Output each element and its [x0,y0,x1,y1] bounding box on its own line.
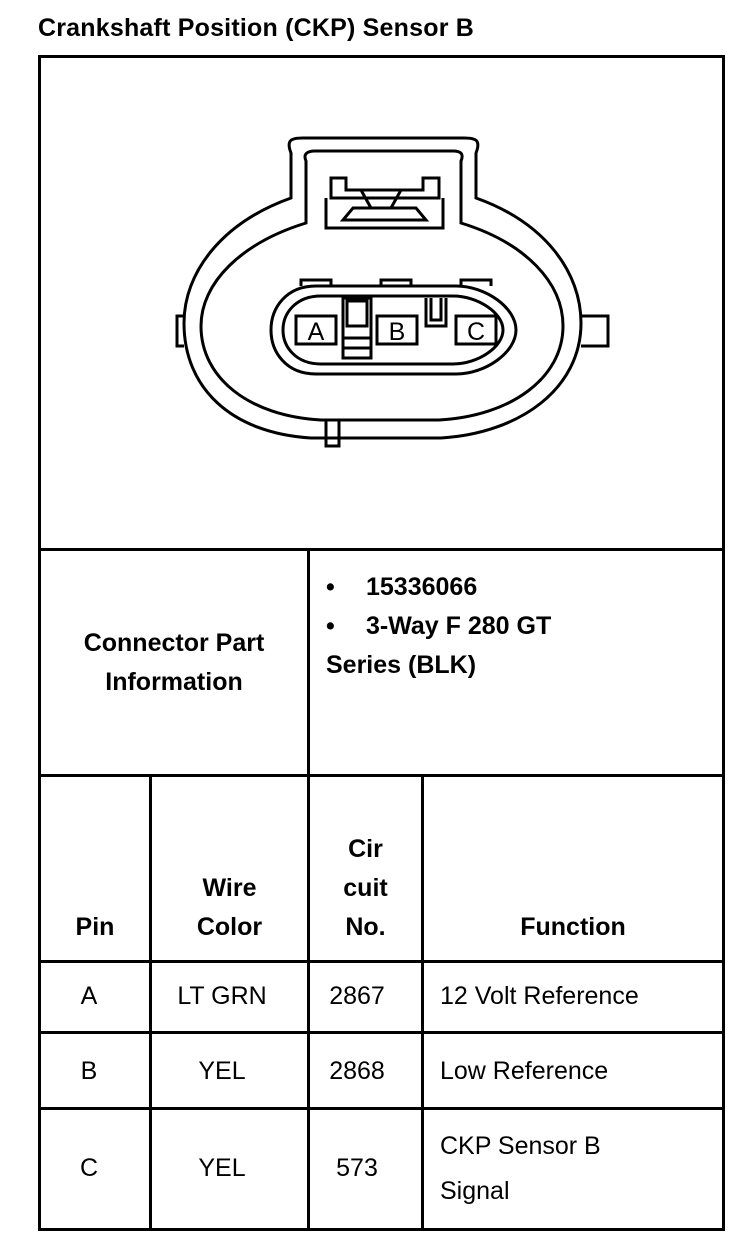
pin-box-c [454,314,498,346]
page-title: Crankshaft Position (CKP) Sensor B [38,14,475,42]
bullet-icon: • [326,573,335,601]
part-info-bullets: • 15336066 • 3-Way F 280 GT Series (BLK) [326,568,551,685]
divider-col-pin [149,774,152,1231]
pin-label-c: C [467,318,485,346]
table-frame [38,55,725,1231]
pin-box-a [294,314,338,346]
cell-wire-color: YEL [198,1057,246,1085]
connector-ear-right [581,314,610,348]
connector-latch [329,176,441,200]
header-pin: Pin [75,913,115,941]
pin-box-b [375,314,419,346]
header-circuit-line2: cuit [343,874,388,902]
pin-label-a: A [308,318,325,346]
part-info-label: Connector Part Information [41,624,307,702]
cell-function-line1: CKP Sensor B [440,1132,601,1160]
pin-label-b: B [389,318,406,346]
divider-header-bottom [38,960,725,963]
connector-pin-cavity [269,284,518,376]
divider-col-circuit [307,774,310,1231]
cell-circuit: 2867 [329,982,385,1010]
cell-circuit: 573 [336,1154,378,1182]
cell-wire-color: LT GRN [177,982,267,1010]
header-circuit-line3: No. [345,913,386,941]
divider-partinfo-vertical [307,548,310,974]
connector-bottom-tab [324,420,341,448]
connector-ear-left [175,314,184,348]
cell-circuit: 2868 [329,1057,385,1085]
cell-pin: B [80,1057,98,1085]
cell-pin: A [80,982,98,1010]
divider-col-function [421,774,424,1231]
header-wire-color: Wire Color [152,869,307,947]
divider-row-b-bottom [38,1107,725,1110]
divider-partinfo-bottom [38,774,725,777]
part-description-row: • 3-Way F 280 GT [326,607,551,646]
divider-diagram-bottom [38,548,725,551]
header-circuit: Cir cuit No. [310,830,421,947]
cell-wire-color: YEL [198,1154,246,1182]
connector-outer-body [182,136,583,440]
header-wire-color-line2: Color [196,913,263,941]
cell-pin: C [79,1154,99,1182]
divider-row-a-bottom [38,1031,725,1034]
cell-function: CKP Sensor B Signal [440,1124,601,1214]
part-description-line1: 3-Way F 280 GT [366,612,552,640]
cell-function: Low Reference [440,1057,609,1085]
header-function: Function [520,913,626,941]
cell-function-line2: Signal [440,1177,510,1205]
header-wire-color-line1: Wire [202,874,257,902]
part-description-line2: Series (BLK) [326,651,477,679]
header-circuit-line1: Cir [348,835,383,863]
connector-key-bc [424,298,448,328]
part-number-row: • 15336066 [326,568,551,607]
part-info-label-line1: Connector Part [83,629,265,657]
part-number: 15336066 [366,573,478,601]
bullet-icon: • [326,612,335,640]
cell-function: 12 Volt Reference [440,982,639,1010]
connector-inner-body [199,149,565,422]
part-info-label-line2: Information [105,668,243,696]
connector-diagram: A B C [175,136,610,448]
